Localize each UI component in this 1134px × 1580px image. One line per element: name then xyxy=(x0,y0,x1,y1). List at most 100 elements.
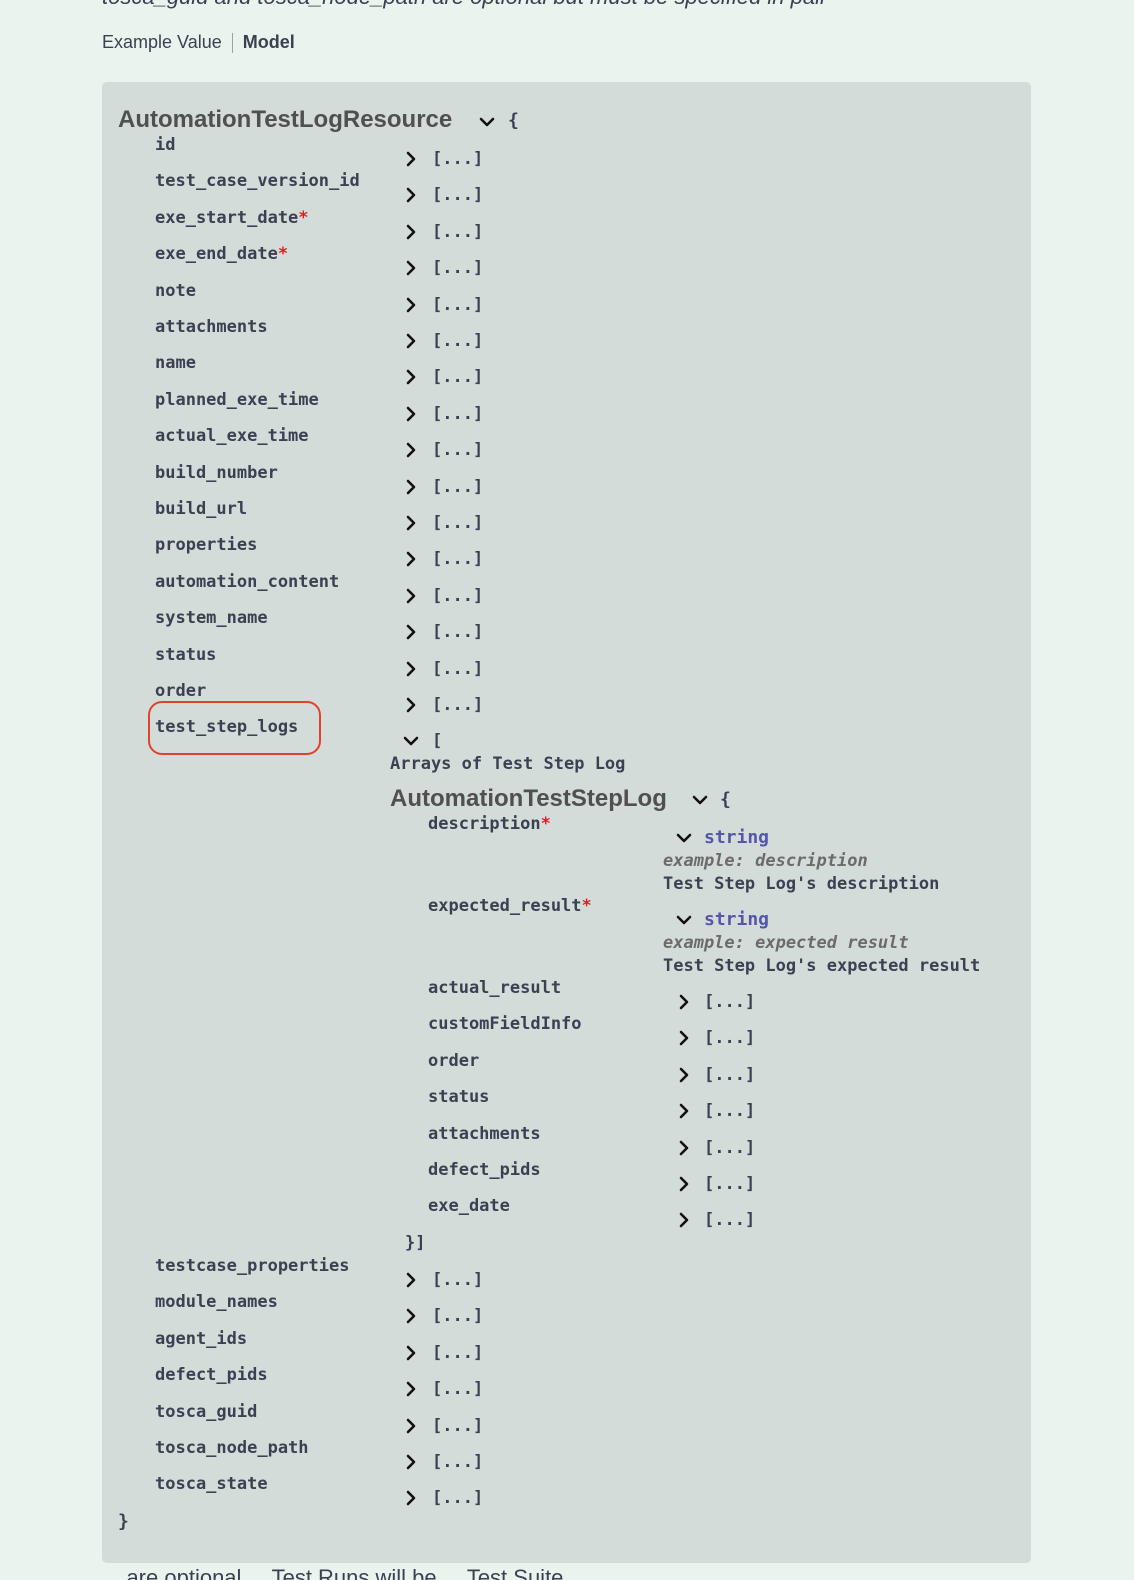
expand-chevron-right-icon[interactable] xyxy=(674,1138,694,1158)
required-marker: * xyxy=(277,244,289,265)
property-name: build_url xyxy=(155,499,248,519)
property-name: name xyxy=(155,353,196,374)
property-name: status xyxy=(155,644,217,665)
model-expand-chevron-down-icon[interactable] xyxy=(477,112,497,132)
expand-chevron-right-icon[interactable] xyxy=(401,1416,421,1436)
expand-chevron-right-icon[interactable] xyxy=(674,1065,694,1085)
collapsed-value[interactable]: [...] xyxy=(432,549,484,570)
expand-chevron-right-icon[interactable] xyxy=(401,1343,421,1363)
expand-chevron-right-icon[interactable] xyxy=(401,659,421,679)
collapsed-value[interactable]: [...] xyxy=(432,221,484,242)
property-description: Test Step Log's expected result xyxy=(663,956,981,976)
collapsed-value[interactable]: [...] xyxy=(704,1101,756,1122)
expand-chevron-right-icon[interactable] xyxy=(401,549,421,569)
collapsed-value[interactable]: [...] xyxy=(432,367,484,388)
collapsed-value[interactable]: [...] xyxy=(432,476,484,497)
nested-property-label: order xyxy=(428,1051,479,1071)
property-row-label: exe_end_date* xyxy=(155,244,288,264)
property-row-label: status xyxy=(155,645,216,665)
nested-property-label: defect_pids xyxy=(428,1160,541,1180)
collapsed-value[interactable]: [...] xyxy=(432,185,484,206)
tab-model[interactable]: Model xyxy=(242,32,295,52)
collapsed-value[interactable]: [...] xyxy=(432,1415,484,1436)
property-name: expected_result xyxy=(428,896,582,916)
property-name: automation_content xyxy=(155,571,340,592)
property-name: agent_ids xyxy=(155,1328,248,1349)
collapsed-value[interactable]: [...] xyxy=(432,1488,484,1509)
tab-separator xyxy=(231,32,233,53)
expand-chevron-right-icon[interactable] xyxy=(401,258,421,278)
expand-chevron-right-icon[interactable] xyxy=(401,1306,421,1326)
expand-chevron-right-icon[interactable] xyxy=(674,1210,694,1230)
expand-chevron-right-icon[interactable] xyxy=(401,513,421,533)
expand-chevron-right-icon[interactable] xyxy=(401,331,421,351)
expand-chevron-right-icon[interactable] xyxy=(401,367,421,387)
property-row-label: agent_ids xyxy=(155,1329,247,1349)
expand-chevron-right-icon[interactable] xyxy=(401,695,421,715)
collapsed-value[interactable]: [...] xyxy=(432,513,484,533)
expand-chevron-right-icon[interactable] xyxy=(401,1379,421,1399)
collapsed-value[interactable]: [...] xyxy=(432,440,484,461)
collapsed-value[interactable]: [...] xyxy=(704,1210,756,1231)
collapsed-value[interactable]: [...] xyxy=(704,1174,756,1194)
property-name: note xyxy=(155,280,196,301)
collapsed-value[interactable]: [...] xyxy=(432,1379,484,1400)
collapsed-value[interactable]: [...] xyxy=(432,403,484,424)
collapsed-value[interactable]: [...] xyxy=(432,149,484,169)
collapsed-value[interactable]: [...] xyxy=(432,294,484,315)
collapsed-value[interactable]: [...] xyxy=(432,695,484,715)
expand-chevron-right-icon[interactable] xyxy=(401,1488,421,1508)
collapsed-value[interactable]: [...] xyxy=(432,622,484,643)
tab-example-value[interactable]: Example Value xyxy=(102,32,222,52)
expand-chevron-right-icon[interactable] xyxy=(401,185,421,205)
collapsed-value[interactable]: [...] xyxy=(432,258,484,279)
expand-chevron-right-icon[interactable] xyxy=(674,1174,694,1194)
expand-chevron-right-icon[interactable] xyxy=(674,1101,694,1121)
collapsed-value[interactable]: [...] xyxy=(432,1342,484,1363)
nested-model-chevron-down-icon[interactable] xyxy=(690,790,710,810)
property-name: tosca_state xyxy=(155,1474,268,1495)
collapsed-value[interactable]: [...] xyxy=(704,1028,756,1049)
collapsed-value[interactable]: [...] xyxy=(432,331,484,351)
collapsed-value[interactable]: [...] xyxy=(704,992,756,1012)
expand-chevron-right-icon[interactable] xyxy=(401,1452,421,1472)
nested-property-label: description* xyxy=(428,814,551,834)
model-tabs: Example Value Model xyxy=(102,32,295,53)
expand-chevron-right-icon[interactable] xyxy=(401,622,421,642)
collapsed-value[interactable]: [...] xyxy=(432,1452,484,1472)
property-description: Test Step Log's description xyxy=(663,874,940,894)
expand-chevron-down-icon[interactable] xyxy=(401,731,421,751)
highlight-annotation xyxy=(148,701,321,755)
nested-property-label: status xyxy=(428,1087,489,1107)
expand-chevron-right-icon[interactable] xyxy=(401,586,421,606)
nested-model-title: AutomationTestStepLog xyxy=(390,785,667,812)
nested-property-label: actual_result xyxy=(428,978,561,998)
collapsed-value[interactable]: [...] xyxy=(704,1137,756,1158)
type-chevron-down-icon[interactable] xyxy=(674,828,694,848)
expand-chevron-right-icon[interactable] xyxy=(401,477,421,497)
expand-chevron-right-icon[interactable] xyxy=(674,992,694,1012)
property-row-label: system_name xyxy=(155,608,268,628)
property-row-label: test_case_version_id xyxy=(155,171,360,191)
expand-chevron-right-icon[interactable] xyxy=(401,404,421,424)
collapsed-value[interactable]: [...] xyxy=(704,1064,756,1085)
property-row-label: test_step_logs xyxy=(155,717,298,737)
collapsed-value[interactable]: [...] xyxy=(432,1306,484,1327)
close-bracket: }] xyxy=(405,1233,426,1253)
expand-chevron-right-icon[interactable] xyxy=(674,1028,694,1048)
property-name: tosca_guid xyxy=(155,1401,258,1422)
expand-chevron-right-icon[interactable] xyxy=(401,222,421,242)
expand-chevron-right-icon[interactable] xyxy=(401,1270,421,1290)
property-name: id xyxy=(155,135,176,155)
collapsed-value[interactable]: [...] xyxy=(432,658,484,679)
open-bracket: [ xyxy=(432,731,443,751)
type-chevron-down-icon[interactable] xyxy=(674,910,694,930)
close-brace: } xyxy=(118,1511,129,1532)
collapsed-value[interactable]: [...] xyxy=(432,585,484,606)
property-row-label: name xyxy=(155,353,196,373)
property-name: actual_result xyxy=(428,978,562,998)
expand-chevron-right-icon[interactable] xyxy=(401,440,421,460)
collapsed-value[interactable]: [...] xyxy=(432,1270,484,1290)
expand-chevron-right-icon[interactable] xyxy=(401,149,421,169)
expand-chevron-right-icon[interactable] xyxy=(401,295,421,315)
